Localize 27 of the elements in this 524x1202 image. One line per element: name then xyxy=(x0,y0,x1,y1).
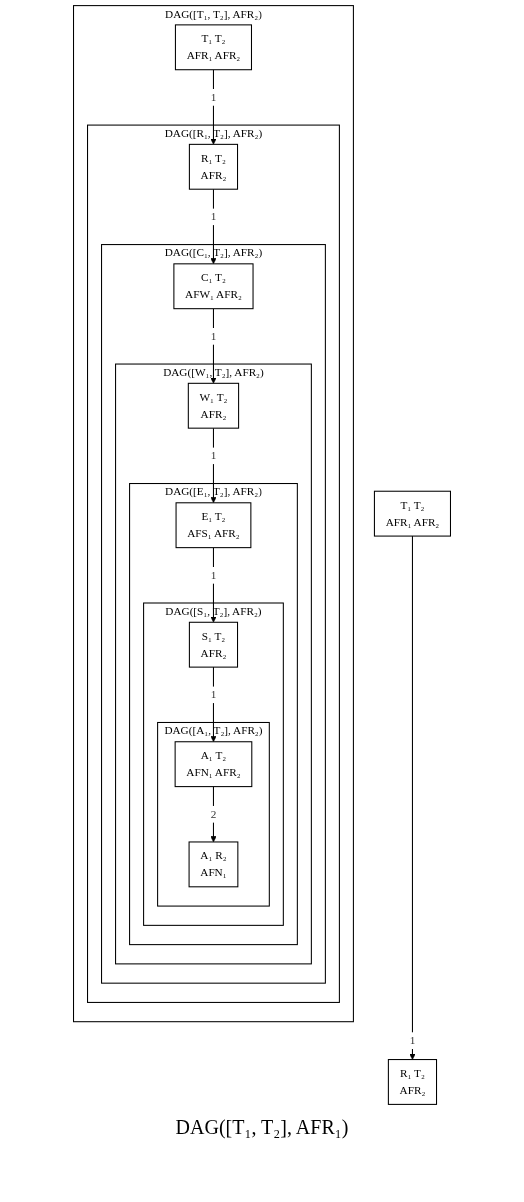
edge-label: 2 xyxy=(210,807,217,820)
edge-label: 1 xyxy=(210,210,217,223)
edge-label: 1 xyxy=(409,1034,416,1047)
edge-label: 1 xyxy=(210,569,217,581)
node-box: T₁ T₂ AFR₁ AFR₂ xyxy=(373,490,451,537)
node-box: A₁ T₂ AFN₁ AFR₂ xyxy=(174,741,253,788)
node-box: A₁ R₂ AFN₁ xyxy=(188,841,239,888)
node-box: S₁ T₂ AFR₂ xyxy=(188,621,239,668)
arrow xyxy=(210,188,217,265)
edge-label: 1 xyxy=(210,91,217,104)
node-box: R₁ T₂ AFR₂ xyxy=(188,143,239,190)
node-box: E₁ T₂ AFS₁ AFR₂ xyxy=(175,502,252,549)
arrow xyxy=(210,427,217,504)
node-box: W₁ T₂ AFR₂ xyxy=(187,382,240,429)
edge-label: 1 xyxy=(210,330,217,342)
arrow xyxy=(210,547,217,623)
arrow xyxy=(210,666,217,743)
edge-label: 1 xyxy=(210,449,217,462)
arrow xyxy=(210,69,217,145)
node-box: R₁ T₂ AFR₂ xyxy=(387,1059,438,1105)
edge-label: 1 xyxy=(210,688,217,701)
formula-text: DAG([T₁, T₂], AFR₁) xyxy=(174,1116,350,1139)
arrow xyxy=(210,308,217,384)
node-box: C₁ T₂ AFW₁ AFR₂ xyxy=(173,263,254,310)
node-box: T₁ T₂ AFR₁ AFR₂ xyxy=(174,24,252,71)
arrow xyxy=(409,535,416,1060)
arrow xyxy=(210,786,217,843)
